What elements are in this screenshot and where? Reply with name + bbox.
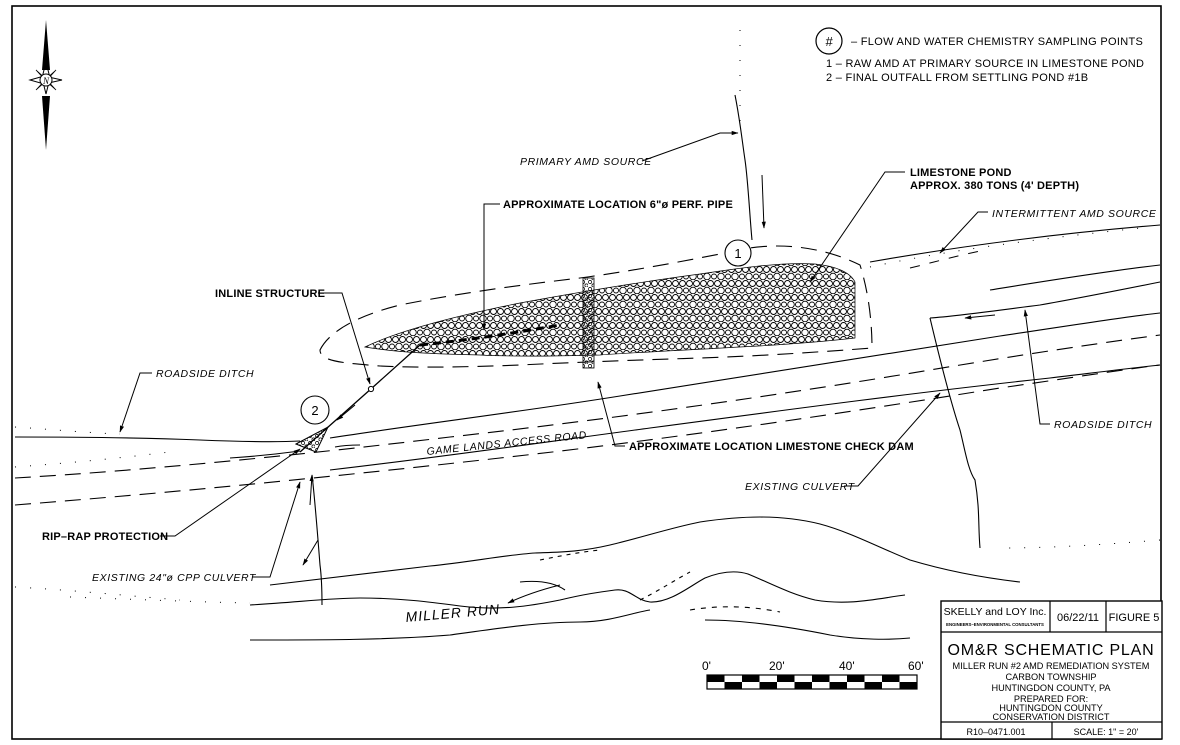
legend-sample-symbol [815,27,843,55]
scale-bar-cell [882,675,900,682]
cpp-culvert-arrow-up [309,474,314,506]
stream-flow-arrow [507,584,561,604]
north-arrow: N [28,20,63,150]
access-road [14,224,1161,506]
township: CARBON TOWNSHIP [1005,672,1096,682]
legend-symbol-text: # [825,34,833,49]
label-check-dam: APPROXIMATE LOCATION LIMESTONE CHECK DAM [629,441,914,453]
scale-bar-cell [794,682,812,689]
scale-tick-60: 60' [908,659,924,673]
primary-source-arrow [761,174,766,229]
label-cpp-culvert: EXISTING 24"ø CPP CULVERT [92,572,257,584]
sample-point-1-label: 1 [734,246,741,261]
label-game-lands-road: GAME LANDS ACCESS ROAD [426,429,587,458]
figure-number: FIGURE 5 [1109,612,1160,624]
check-dam [582,277,595,369]
label-perf-pipe: APPROXIMATE LOCATION 6"ø PERF. PIPE [503,199,733,211]
scale-bar-cell [847,675,865,682]
scale-bar: 0' 20' 40' 60' [702,659,924,690]
leaders [119,130,1050,578]
drawing-scale: SCALE: 1" = 20' [1074,727,1139,737]
east-ditch [929,281,1161,319]
label-intermittent-amd-source: INTERMITTENT AMD SOURCE [992,208,1157,220]
drawing-title: OM&R SCHEMATIC PLAN [948,642,1155,659]
label-roadside-ditch-left: ROADSIDE DITCH [156,368,254,380]
project-name: MILLER RUN #2 AMD REMEDIATION SYSTEM [953,661,1150,671]
label-rip-rap: RIP–RAP PROTECTION [42,531,168,543]
limestone-fill [363,263,856,357]
scale-tick-40: 40' [839,659,855,673]
title-block: SKELLY and LOY Inc. ENGINEERS–ENVIRONMEN… [940,600,1163,740]
scale-tick-20: 20' [769,659,785,673]
legend-item-2: 2 – FINAL OUTFALL FROM SETTLING POND #1B [826,72,1088,84]
scale-bar-cell [742,675,760,682]
intermittent-arrow-line [909,249,986,269]
prepared-for: PREPARED FOR: [1014,694,1088,704]
client-line-2: CONSERVATION DISTRICT [993,712,1110,722]
sample-point-2: 2 [300,395,330,425]
scale-bar-cell [899,682,917,689]
drawing-number: R10–0471.001 [966,727,1025,737]
scale-bar-cell [864,682,882,689]
drawing-date: 06/22/11 [1057,612,1099,624]
label-limestone-pond: LIMESTONE POND [910,167,1012,179]
label-existing-culvert: EXISTING CULVERT [745,481,856,493]
scale-bar-cell [777,675,795,682]
client-line-1: HUNTINGDON COUNTY [999,703,1103,713]
scale-bar-cell [707,675,725,682]
scale-bar-cell [829,682,847,689]
cpp-culvert-line [311,474,323,606]
east-ditch-lower [989,264,1161,291]
firm-name: SKELLY and LOY Inc. [944,606,1047,618]
north-label: N [42,76,50,86]
label-inline-structure: INLINE STRUCTURE [215,288,325,300]
label-miller-run: MILLER RUN [405,601,501,625]
sample-point-2-label: 2 [311,403,318,418]
east-culvert-line [929,317,981,549]
legend-title: – FLOW AND WATER CHEMISTRY SAMPLING POIN… [851,36,1143,48]
perf-pipe [419,323,561,347]
primary-source-channel [734,94,753,241]
sample-point-1: 1 [724,239,752,267]
scale-bar-cell [812,675,830,682]
outlet-flow-arrow [336,404,356,421]
scale-bar-cell [759,682,777,689]
label-primary-amd-source: PRIMARY AMD SOURCE [520,156,652,168]
east-ditch-arrow [964,314,996,320]
pond-outline [319,245,873,368]
rip-rap-symbol [294,425,330,453]
scale-tick-0: 0' [702,659,711,673]
label-roadside-ditch-right: ROADSIDE DITCH [1054,419,1152,431]
legend: # – FLOW AND WATER CHEMISTRY SAMPLING PO… [815,27,1144,84]
sheet-border [11,5,1162,740]
legend-item-1: 1 – RAW AMD AT PRIMARY SOURCE IN LIMESTO… [826,58,1144,70]
cpp-culvert-arrow [302,539,319,566]
scale-bar-cell [724,682,742,689]
inline-structure-symbol [367,385,375,393]
miller-run-stream [249,516,1021,641]
outlet-pipe [371,344,421,389]
county: HUNTINGDON COUNTY, PA [991,683,1111,693]
firm-subtitle: ENGINEERS–ENVIRONMENTAL CONSULTANTS [946,622,1044,627]
label-limestone-pond-tons: APPROX. 380 TONS (4' DEPTH) [910,180,1079,192]
